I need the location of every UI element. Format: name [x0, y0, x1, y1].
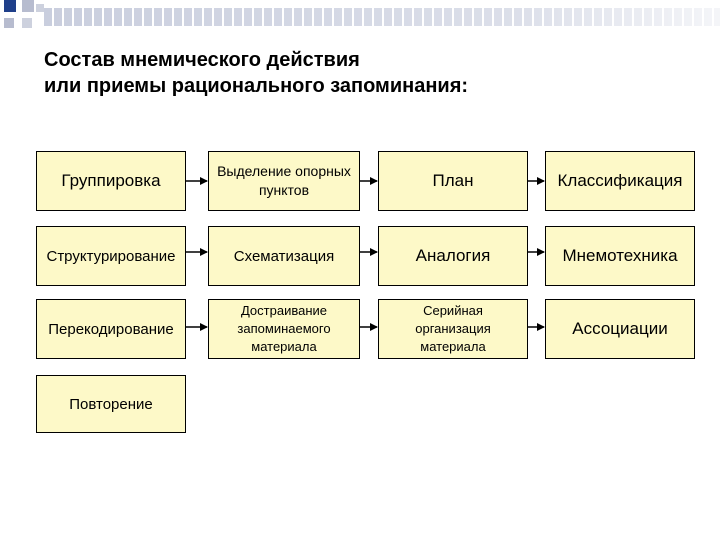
- box-label: Выделение опорных пунктов: [217, 163, 351, 198]
- box-repetition: Повторение: [36, 375, 186, 433]
- box-label: Повторение: [69, 395, 153, 413]
- decor-square-icon: [22, 18, 32, 28]
- box-label: Достраивание запоминаемого материала: [237, 303, 331, 354]
- box-structuring: Структурирование: [36, 226, 186, 286]
- box-key-points: Выделение опорных пунктов: [208, 151, 360, 211]
- box-label: Структурирование: [46, 247, 176, 265]
- box-mnemotechnics: Мнемотехника: [545, 226, 695, 286]
- box-label: План: [432, 171, 474, 190]
- box-plan: План: [378, 151, 528, 211]
- box-completion: Достраивание запоминаемого материала: [208, 299, 360, 359]
- box-label: Аналогия: [415, 246, 491, 265]
- decor-square-icon: [36, 4, 44, 12]
- decor-square-icon: [22, 0, 34, 12]
- box-schematization: Схематизация: [208, 226, 360, 286]
- box-label: Схематизация: [233, 247, 335, 265]
- title-line-1: Состав мнемического действия: [44, 49, 360, 71]
- decor-stripe-fade: [44, 8, 720, 26]
- box-label: Серийная организация материала: [415, 303, 491, 354]
- box-classification: Классификация: [545, 151, 695, 211]
- box-analogy: Аналогия: [378, 226, 528, 286]
- page-title: Состав мнемического действия или приемы …: [44, 47, 684, 99]
- title-line-2: или приемы рационального запоминания:: [44, 75, 469, 97]
- box-label: Мнемотехника: [562, 246, 678, 265]
- box-serial-organization: Серийная организация материала: [378, 299, 528, 359]
- decor-square-icon: [4, 18, 14, 28]
- box-label: Классификация: [557, 171, 683, 190]
- box-associations: Ассоциации: [545, 299, 695, 359]
- box-label: Ассоциации: [572, 319, 668, 338]
- box-label: Перекодирование: [48, 320, 174, 338]
- box-grouping: Группировка: [36, 151, 186, 211]
- box-label: Группировка: [61, 171, 161, 190]
- decor-square-icon: [4, 0, 16, 12]
- box-recoding: Перекодирование: [36, 299, 186, 359]
- corner-decoration: [0, 0, 720, 40]
